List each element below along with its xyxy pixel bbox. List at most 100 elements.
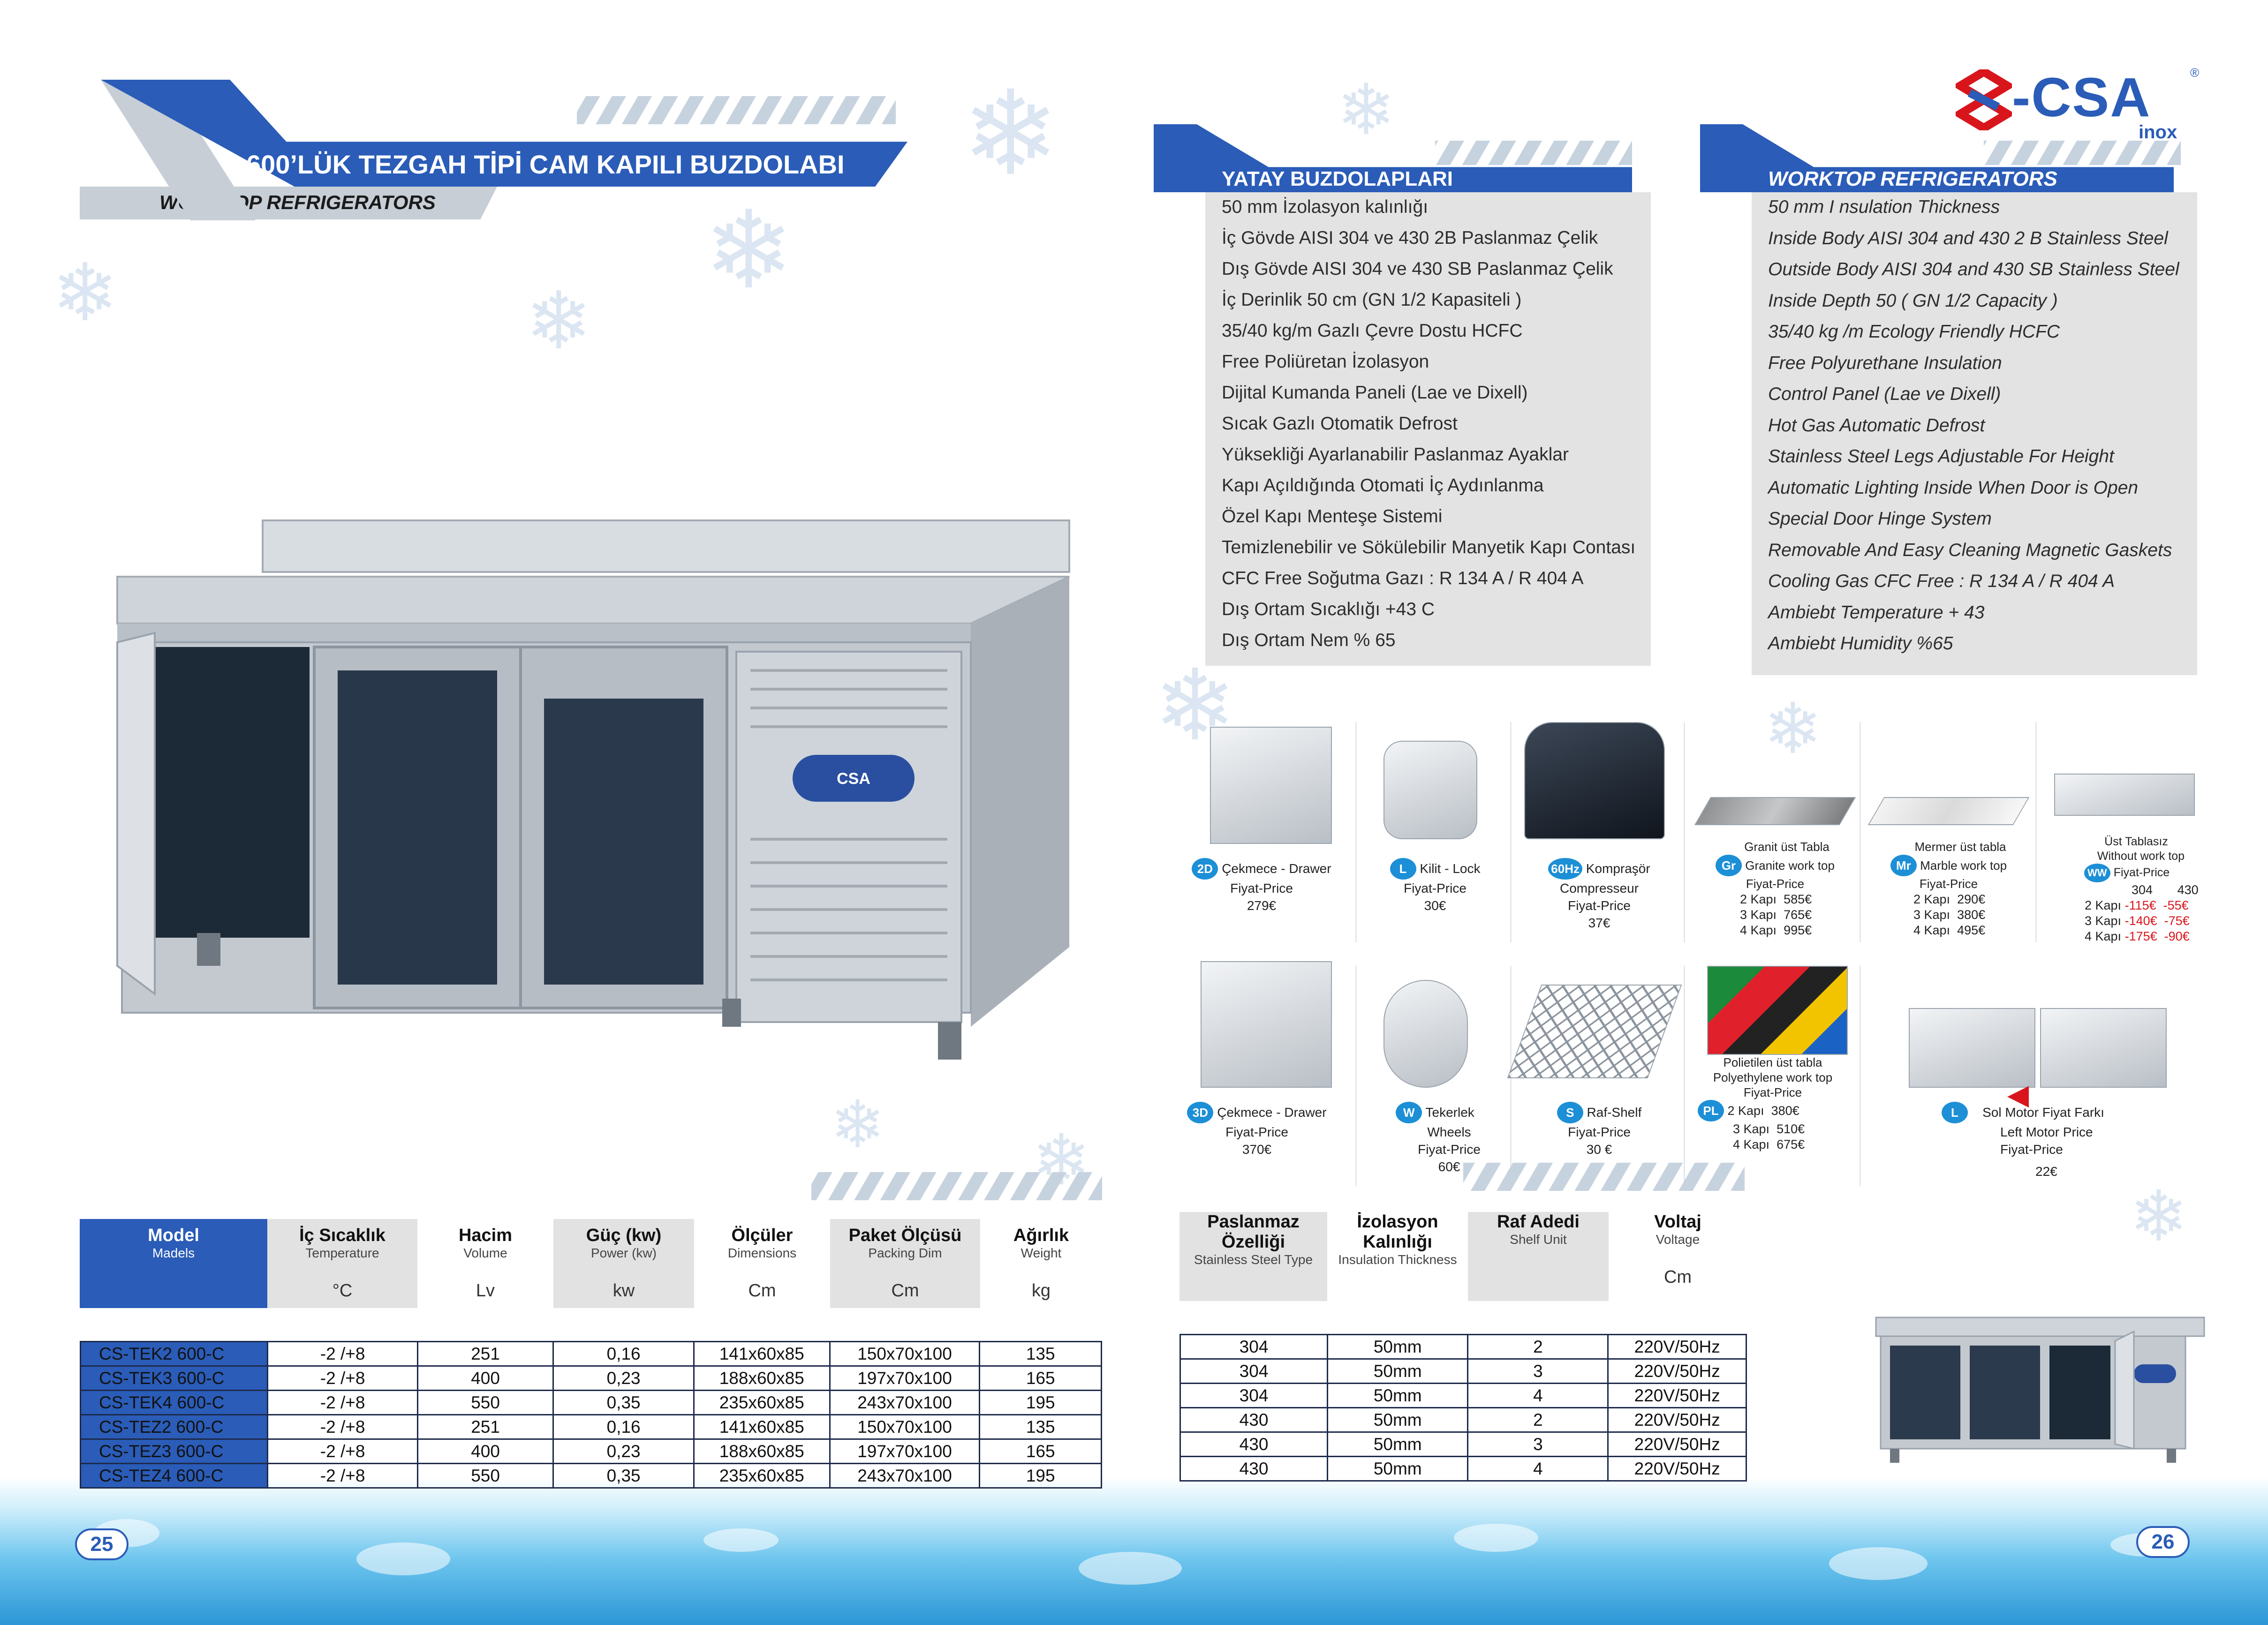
stripe-decoration [1463, 1163, 1745, 1191]
without-top-image [2054, 774, 2195, 816]
badge-60hz: 60Hz [1548, 858, 1582, 880]
left-arrow-icon: ◀ [2007, 1079, 2029, 1110]
stripe-decoration [1984, 141, 2181, 165]
ice-footer [0, 1477, 2268, 1625]
granite-top-image [1694, 797, 1856, 825]
feature-item: Dış Ortam Nem % 65 [1222, 630, 1396, 650]
page-number-left: 25 [75, 1528, 129, 1560]
logo-text: -CSA [2012, 67, 2151, 128]
feature-item: Dış Ortam Sıcaklığı +43 C [1222, 599, 1435, 619]
drawer-3d-image [1201, 961, 1332, 1088]
feature-item: Ambiebt Humidity %65 [1768, 633, 1953, 654]
logo-registered: ® [2190, 66, 2200, 80]
feature-item: 35/40 kg/m Gazlı Çevre Dostu HCFC [1222, 321, 1523, 341]
wheel-image [1383, 980, 1468, 1088]
shelf-image [1507, 985, 1682, 1078]
feature-item: İç Derinlik 50 cm (GN 1/2 Kapasiteli ) [1222, 290, 1522, 310]
left-subtitle-banner: WORKTOP REFRIGERATORS [80, 187, 497, 219]
feature-item: CFC Free Soğutma Gazı : R 134 A / R 404 … [1222, 568, 1584, 588]
accessory-compressor: 60Hz Kompraşör Compresseur Fiyat-Price 3… [1520, 858, 1679, 932]
en-heading: WORKTOP REFRIGERATORS [1768, 167, 2057, 190]
feature-item: İç Gövde AISI 304 ve 430 2B Paslanmaz Çe… [1222, 228, 1598, 248]
refrigerator-image-small [1871, 1308, 2209, 1467]
badge-pl: PL [1698, 1100, 1724, 1121]
feature-item: Control Panel (Lae ve Dixell) [1768, 384, 2001, 404]
drawer-2d-image [1210, 727, 1332, 844]
badge-ww: WW [2084, 864, 2110, 882]
csa-logo: -CSA ® inox [1956, 66, 2209, 145]
feature-item: Free Poliüretan İzolasyon [1222, 352, 1429, 372]
snowflake-icon: ❄ [1763, 688, 1822, 770]
accessory-lock: L Kilit - Lock Fiyat-Price 30€ [1369, 858, 1501, 914]
stripe-decoration [811, 1172, 1102, 1200]
lock-image [1383, 741, 1477, 839]
badge-gr: Gr [1716, 855, 1742, 876]
polyethylene-top-image [1707, 966, 1848, 1055]
feature-item: Yüksekliği Ayarlanabilir Paslanmaz Ayakl… [1222, 444, 1569, 465]
features-tr-box: 50 mm İzolasyon kalınlığı İç Gövde AISI 3… [1205, 192, 1651, 666]
snowflake-icon: ❄ [52, 247, 119, 339]
snowflake-icon: ❄ [2129, 1176, 2188, 1257]
accessory-left-motor: L Sol Motor Fiyat Farkı Left Motor Price… [1942, 1102, 2139, 1180]
feature-item: Free Polyurethane Insulation [1768, 353, 2002, 373]
feature-item: Dijital Kumanda Paneli (Lae ve Dixell) [1222, 383, 1528, 403]
feature-item: Removable And Easy Cleaning Magnetic Gas… [1768, 540, 2172, 560]
feature-item: 35/40 kg /m Ecology Friendly HCFC [1768, 322, 2060, 342]
snowflake-icon: ❄ [830, 1087, 885, 1163]
marble-top-image [1867, 797, 2030, 825]
csa-logo-icon [1956, 69, 2012, 130]
product-brand-label: CSA [837, 770, 870, 788]
stripe-decoration [1435, 141, 1632, 165]
accessory-granite: Granit üst Tabla Gr Granite work top Fiy… [1698, 839, 1852, 938]
feature-item: Special Door Hinge System [1768, 509, 1992, 529]
badge-l: L [1390, 858, 1416, 880]
stripe-decoration [577, 96, 896, 124]
badge-2d: 2D [1192, 858, 1218, 880]
feature-item: Dış Gövde AISI 304 ve 430 SB Paslanmaz Ç… [1222, 259, 1613, 279]
feature-item: Hot Gas Automatic Defrost [1768, 415, 1985, 436]
feature-item: Outside Body AISI 304 and 430 SB Stainle… [1768, 259, 2179, 279]
left-title: 600’LÜK TEZGAH TİPİ CAM KAPILI BUZDOLABI [246, 150, 845, 179]
accessory-drawer-2d: 2D Çekmece - Drawer Fiyat-Price 279€ [1172, 858, 1351, 914]
badge-mr: Mr [1890, 855, 1917, 876]
tr-heading: YATAY BUZDOLAPLARI [1222, 167, 1453, 190]
accessory-without-top: Üst Tablasız Without work top WW Fiyat-P… [2084, 835, 2199, 943]
feature-item: Temizlenebilir ve Sökülebilir Manyetik K… [1222, 537, 1636, 557]
compressor-image [1524, 722, 1665, 839]
snowflake-icon: ❄ [961, 65, 1060, 202]
feature-item: Ambiebt Temperature + 43 [1768, 602, 1985, 623]
snowflake-icon: ❄ [525, 275, 592, 368]
feature-item: 50 mm İzolasyon kalınlığı [1222, 197, 1429, 217]
feature-item: Cooling Gas CFC Free : R 134 A / R 404 A [1768, 571, 2115, 591]
badge-3d: 3D [1187, 1102, 1214, 1123]
refrigerator-image: CSA [108, 511, 1079, 1083]
feature-item: Kapı Açıldığında Otomati İç Aydınlanma [1222, 475, 1544, 496]
accessory-drawer-3d: 3D Çekmece - Drawer Fiyat-Price 370€ [1163, 1102, 1351, 1158]
accessory-marble: Mermer üst tabla Mr Marble work top Fiya… [1871, 839, 2026, 938]
badge-w: W [1396, 1102, 1422, 1123]
